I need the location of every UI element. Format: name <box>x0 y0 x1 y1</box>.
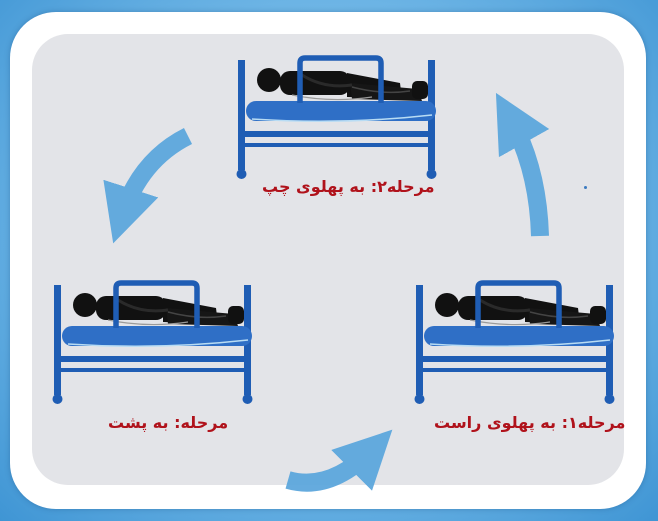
curved-arrow-icon <box>288 450 372 483</box>
bed-stage-1 <box>415 283 615 404</box>
curved-arrow-icon <box>122 136 188 216</box>
bed-stage-2 <box>237 58 437 179</box>
stage-2-label: مرحله۲: به پهلوی چپ <box>262 177 434 196</box>
curved-arrow-icon <box>510 118 540 236</box>
bed-stage-back <box>53 283 253 404</box>
stage-1-label: مرحله۱: به پهلوی راست <box>434 413 625 432</box>
decorative-dot <box>584 186 587 189</box>
stage-back-label: مرحله: به پشت <box>108 413 228 432</box>
